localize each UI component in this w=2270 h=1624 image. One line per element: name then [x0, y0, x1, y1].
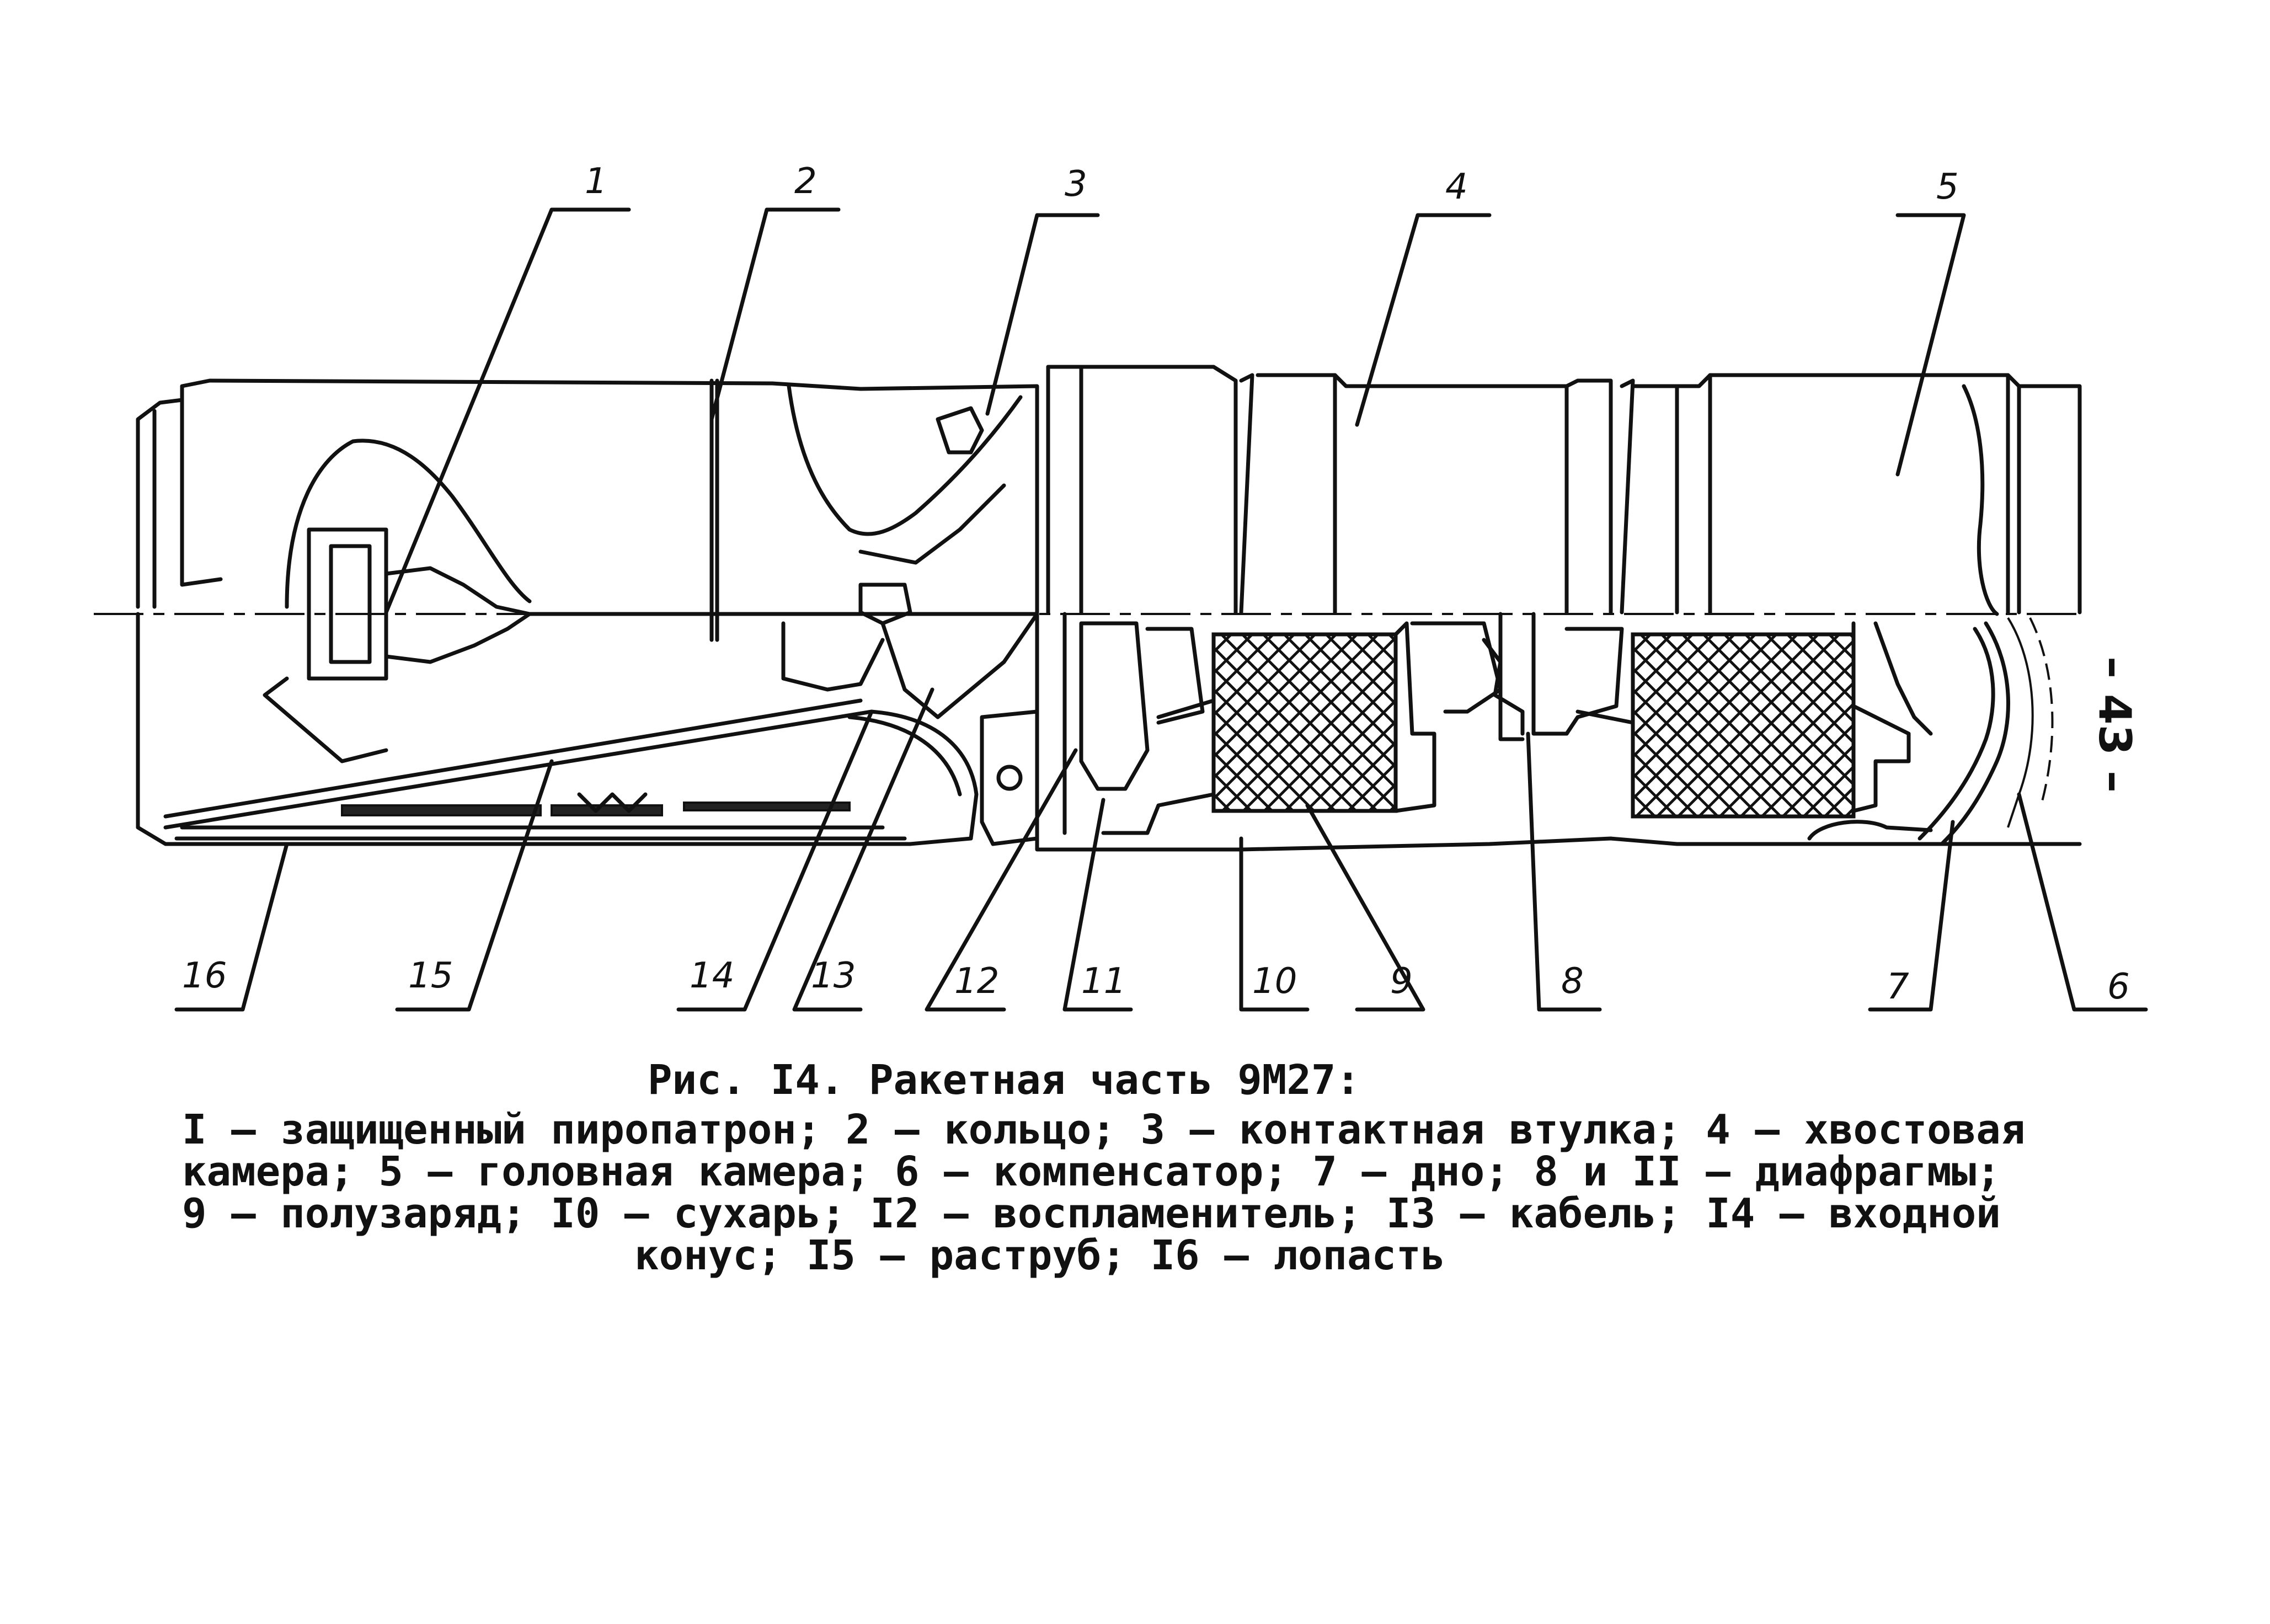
nozzle-and-blade	[136, 612, 1039, 846]
callout-12: 12	[954, 961, 999, 1002]
legend-line: 9 – полузаряд; I0 – сухарь; I2 – восплам…	[182, 1190, 2001, 1237]
callout-1: 1	[585, 161, 607, 202]
callout-5: 5	[1936, 167, 1959, 207]
front-cutaway	[285, 378, 1039, 692]
callout-15: 15	[408, 955, 453, 996]
legend-line: камера; 5 – головная камера; 6 – компенс…	[182, 1148, 2001, 1195]
callout-8: 8	[1561, 961, 1584, 1002]
legend-line: конус; I5 – раструб; I6 – лопасть	[634, 1232, 1446, 1279]
callout-13: 13	[811, 955, 856, 996]
tail-chamber-section	[1035, 612, 2082, 852]
caption-title: Рис. I4. Ракетная часть 9М27:	[647, 1056, 1360, 1104]
callout-11: 11	[1081, 961, 1126, 1002]
caption-legend: I – защищенный пиропатрон; 2 – кольцо; 3…	[182, 1106, 2026, 1279]
callout-14: 14	[690, 955, 734, 996]
rocket-body-outline	[136, 365, 2082, 615]
head-chamber-section	[1564, 384, 2054, 846]
page-number: – 43 –	[2089, 656, 2140, 793]
callout-3: 3	[1065, 164, 1087, 205]
callout-4: 4	[1445, 167, 1468, 207]
callout-2: 2	[794, 161, 817, 202]
callout-6: 6	[2107, 966, 2130, 1007]
callout-7: 7	[1887, 966, 1909, 1007]
figure-caption: Рис. I4. Ракетная часть 9М27: I – защище…	[182, 1056, 2026, 1279]
callout-labels: 1 2 3 4 5 6 7 8 9 10 11 12 13 14 15 16	[182, 161, 2130, 1007]
leader-lines	[174, 207, 2148, 1012]
callout-9: 9	[1390, 961, 1413, 1002]
rocket-section-drawing: 1 2 3 4 5 6 7 8 9 10 11 12 13 14 15 16	[94, 161, 2148, 1012]
callout-10: 10	[1252, 961, 1297, 1002]
legend-line: I – защищенный пиропатрон; 2 – кольцо; 3…	[182, 1106, 2026, 1153]
callout-16: 16	[182, 955, 227, 996]
